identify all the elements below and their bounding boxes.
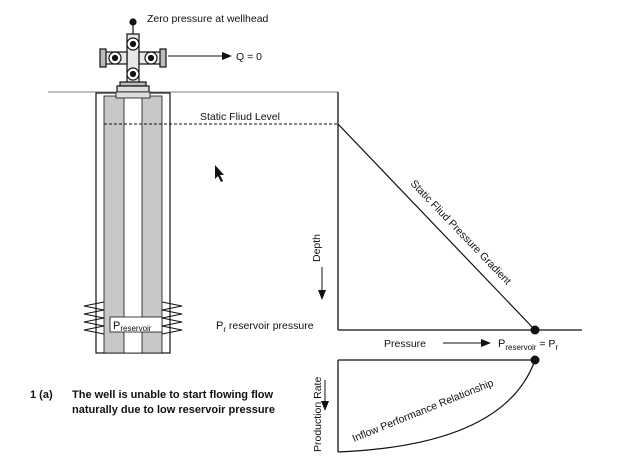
wellhead-icon bbox=[99, 18, 167, 93]
ipr-end-point bbox=[530, 355, 540, 365]
caption-number: 1 (a) bbox=[30, 389, 53, 401]
flow-arrow bbox=[168, 52, 232, 60]
ipr-axes bbox=[337, 359, 535, 452]
static-fluid-level-label: Static Fliud Level bbox=[200, 111, 280, 123]
gradient-label: Static Fliud Pressure Gradient bbox=[408, 178, 513, 288]
preservoir-equals-pr: Preservoir = Pr bbox=[498, 338, 558, 352]
pressure-axis-label: Pressure bbox=[384, 338, 426, 350]
caption-line-1: The well is unable to start flowing flow bbox=[72, 389, 274, 401]
depth-arrow bbox=[318, 267, 326, 300]
pressure-depth-axes bbox=[337, 92, 582, 331]
wellhead-note: Zero pressure at wellhead bbox=[147, 13, 269, 25]
well-reservoir-label: Preservoir bbox=[113, 320, 152, 333]
depth-axis-label: Depth bbox=[311, 234, 323, 262]
reservoir-pressure-label: Pr reservoir pressure bbox=[216, 320, 314, 334]
ipr-label: Inflow Performance Relationship bbox=[351, 377, 496, 445]
production-arrow bbox=[321, 380, 329, 411]
well-reservoir-label-bg bbox=[109, 316, 163, 333]
ipr-curve bbox=[337, 359, 536, 453]
mouse-cursor-icon bbox=[215, 165, 224, 182]
wellbore bbox=[95, 91, 171, 354]
flow-rate-label: Q = 0 bbox=[236, 51, 262, 63]
reservoir-pressure-point bbox=[530, 325, 540, 335]
production-axis-label: Production Rate bbox=[312, 377, 324, 452]
pressure-arrow bbox=[443, 339, 491, 347]
caption-line-2: naturally due to low reservoir pressure bbox=[72, 404, 275, 416]
pressure-gradient-line bbox=[337, 123, 536, 331]
